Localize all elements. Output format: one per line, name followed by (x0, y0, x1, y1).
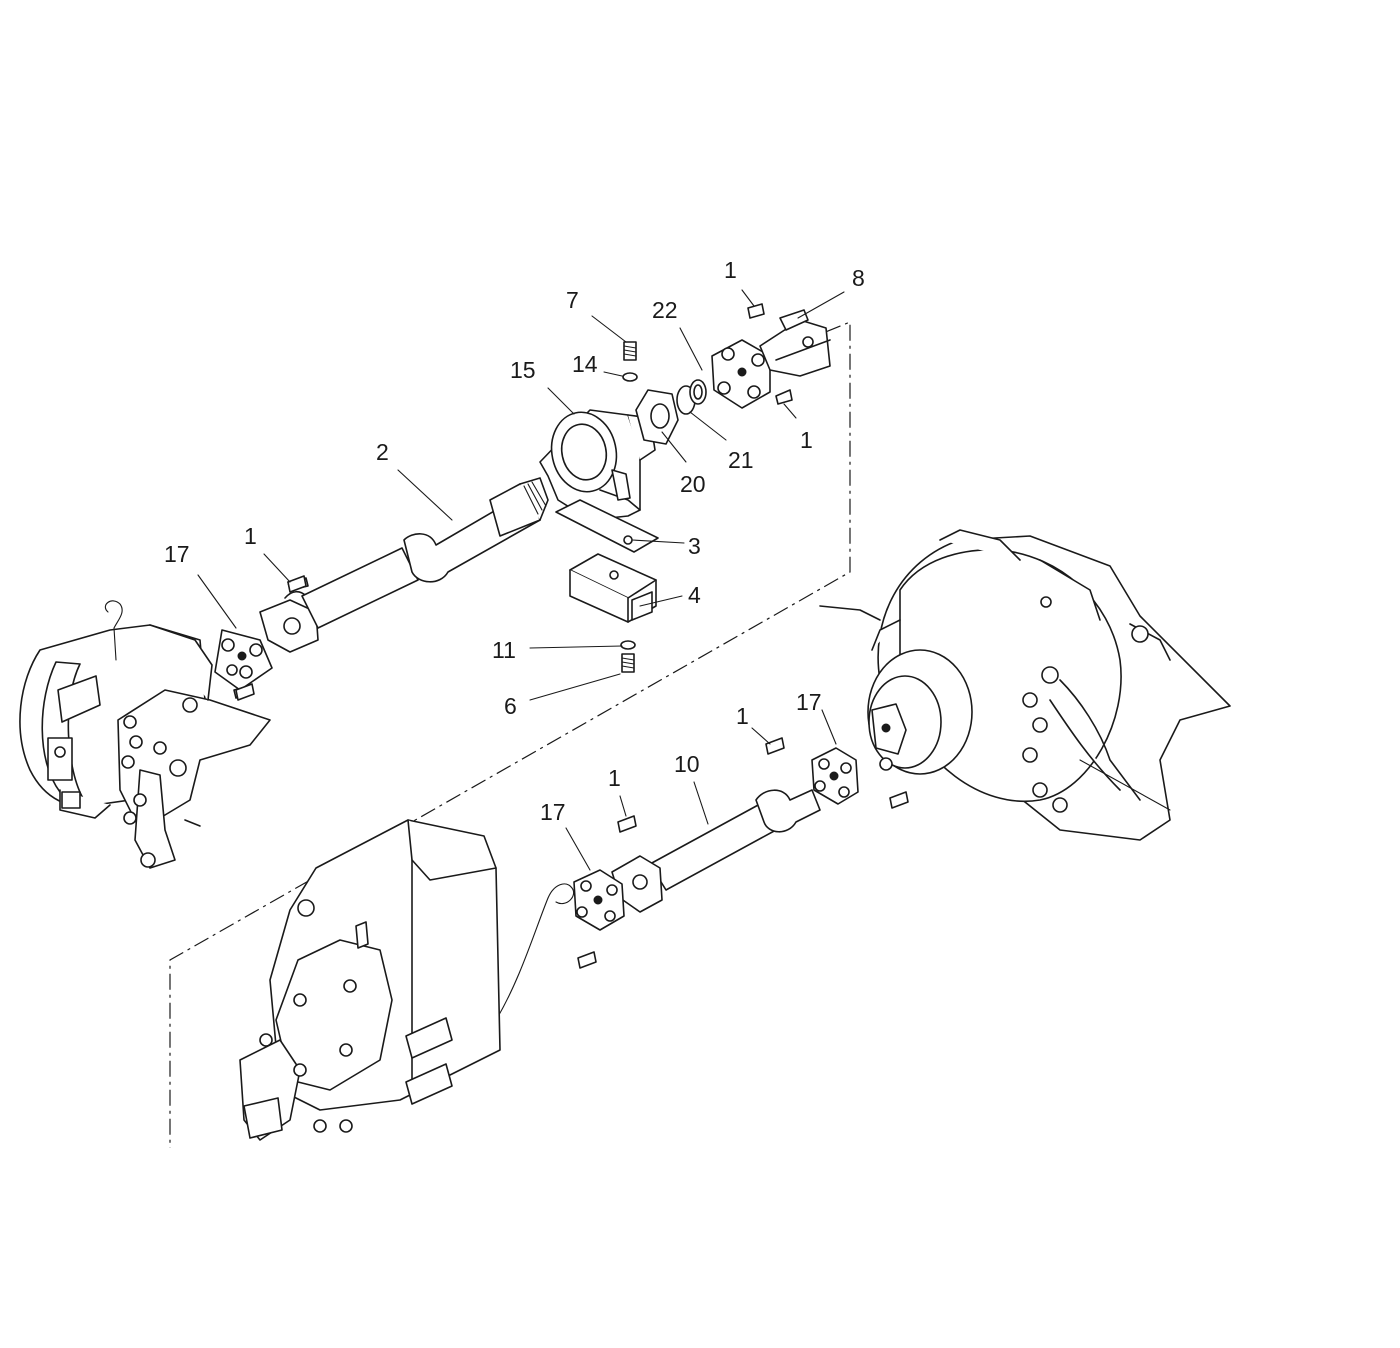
callout-4: 4 (688, 582, 701, 608)
pillow-block-bearing (539, 409, 656, 521)
callout-1-lower-right: 1 (736, 703, 749, 729)
callout-6: 6 (504, 693, 517, 719)
callout-20: 20 (680, 471, 706, 497)
callout-3: 3 (688, 533, 701, 559)
assembly-boundary-lines (169, 321, 851, 1148)
callout-2: 2 (376, 439, 389, 465)
callout-17-lower-right: 17 (796, 689, 822, 715)
support-block (569, 553, 657, 623)
bolt-washer-top (622, 341, 638, 382)
transmission-gearbox (239, 819, 501, 1141)
upper-propeller-shaft (301, 477, 549, 629)
flex-coupling-upper-right (711, 309, 831, 409)
callout-10: 10 (674, 751, 700, 777)
callout-1-right: 1 (800, 427, 813, 453)
screws (235, 303, 909, 969)
callout-14: 14 (572, 351, 598, 377)
callout-21: 21 (728, 447, 754, 473)
callout-17-upper: 17 (164, 541, 190, 567)
hydraulic-pipe (495, 883, 574, 1021)
rear-axle-differential (819, 529, 1231, 841)
callout-22: 22 (652, 297, 678, 323)
callout-8: 8 (852, 265, 865, 291)
callout-11: 11 (492, 637, 516, 663)
callout-7: 7 (566, 287, 579, 313)
callout-15: 15 (510, 357, 536, 383)
lower-propeller-shaft (611, 789, 821, 913)
callout-1-left: 1 (244, 523, 257, 549)
leader-lines (197, 289, 845, 871)
motor-housing (19, 600, 271, 869)
callout-1-lower: 1 (608, 765, 621, 791)
callout-1-top: 1 (724, 257, 737, 283)
bearing-cap-and-rings (635, 379, 707, 445)
flex-coupling-lower-left (573, 869, 625, 931)
bolt-washer-under-block (620, 640, 636, 673)
callout-labels: 1 8 7 22 14 15 1 21 20 2 3 1 17 4 11 6 1… (164, 257, 865, 825)
callout-17-lower-left: 17 (540, 799, 566, 825)
flex-coupling-lower-right (811, 747, 859, 805)
